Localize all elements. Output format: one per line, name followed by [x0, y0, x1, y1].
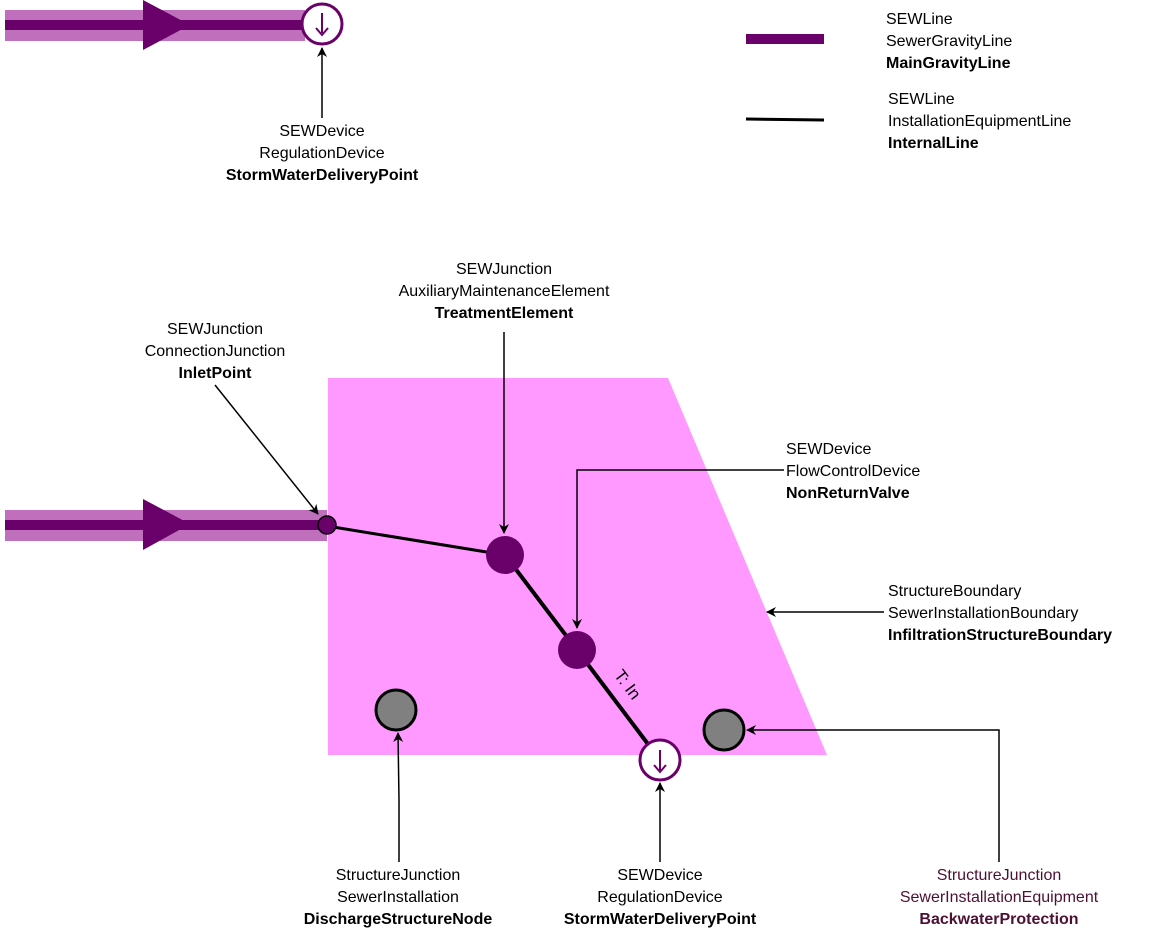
- discharge-structure-node[interactable]: [374, 688, 418, 732]
- internal-line-valve-delivery[interactable]: [575, 648, 662, 762]
- label-bottom-delivery-point: SEWDevice RegulationDevice StormWaterDel…: [564, 867, 757, 928]
- label-infiltration-boundary: StructureBoundary SewerInstallationBound…: [888, 583, 1112, 644]
- svg-text:SEWDevice: SEWDevice: [279, 123, 364, 140]
- connector-backwater: [746, 725, 1000, 862]
- svg-text:SEWLine: SEWLine: [886, 11, 953, 28]
- svg-text:BackwaterProtection: BackwaterProtection: [919, 911, 1078, 928]
- svg-text:SEWDevice: SEWDevice: [786, 441, 871, 458]
- svg-text:ConnectionJunction: ConnectionJunction: [145, 343, 286, 360]
- svg-text:TreatmentElement: TreatmentElement: [435, 305, 574, 322]
- legend-main-gravity-swatch: [746, 34, 824, 44]
- legend-internal-label: SEWLine InstallationEquipmentLine Intern…: [888, 91, 1071, 152]
- svg-text:SewerInstallationEquipment: SewerInstallationEquipment: [900, 889, 1099, 906]
- down-arrow-icon: [315, 27, 329, 37]
- label-discharge-structure-node: StructureJunction SewerInstallation Disc…: [304, 867, 493, 928]
- svg-text:StormWaterDeliveryPoint: StormWaterDeliveryPoint: [226, 167, 419, 184]
- inlet-point-node[interactable]: [317, 515, 337, 535]
- connector-inlet: [214, 384, 319, 515]
- bottom-storm-water-delivery-point[interactable]: [638, 738, 682, 782]
- svg-text:FlowControlDevice: FlowControlDevice: [786, 463, 920, 480]
- flow-direction-arrow-icon: [143, 499, 190, 550]
- svg-text:SEWDevice: SEWDevice: [617, 867, 702, 884]
- svg-text:SEWLine: SEWLine: [888, 91, 955, 108]
- label-treatment-element: SEWJunction AuxiliaryMaintenanceElement …: [399, 261, 610, 322]
- down-arrow-icon: [653, 764, 667, 774]
- label-inlet-point: SEWJunction ConnectionJunction InletPoin…: [145, 321, 286, 382]
- svg-text:RegulationDevice: RegulationDevice: [597, 889, 723, 906]
- middle-main-gravity-line[interactable]: [5, 499, 327, 550]
- treatment-element-node[interactable]: [486, 536, 524, 574]
- svg-text:InletPoint: InletPoint: [179, 365, 253, 382]
- internal-line-treatment-valve[interactable]: [503, 553, 579, 652]
- svg-text:DischargeStructureNode: DischargeStructureNode: [304, 911, 493, 928]
- label-backwater-protection: StructureJunction SewerInstallationEquip…: [900, 867, 1099, 928]
- backwater-protection-node[interactable]: [702, 708, 746, 752]
- svg-text:StormWaterDeliveryPoint: StormWaterDeliveryPoint: [564, 911, 757, 928]
- svg-text:InfiltrationStructureBoundary: InfiltrationStructureBoundary: [888, 627, 1112, 644]
- connector-nonreturn: [572, 469, 784, 629]
- label-non-return-valve: SEWDevice FlowControlDevice NonReturnVal…: [786, 441, 920, 502]
- internal-line-inlet-treatment[interactable]: [326, 524, 506, 557]
- svg-text:StructureJunction: StructureJunction: [336, 867, 461, 884]
- non-return-valve-node[interactable]: [558, 631, 596, 669]
- label-top-delivery-point: SEWDevice RegulationDevice StormWaterDel…: [226, 123, 419, 184]
- connector-discharge: [393, 732, 404, 862]
- svg-text:SEWJunction: SEWJunction: [167, 321, 263, 338]
- svg-text:InternalLine: InternalLine: [888, 135, 979, 152]
- svg-text:AuxiliaryMaintenanceElement: AuxiliaryMaintenanceElement: [399, 283, 610, 300]
- legend-main-gravity-label: SEWLine SewerGravityLine MainGravityLine: [886, 11, 1012, 72]
- svg-text:SewerInstallationBoundary: SewerInstallationBoundary: [888, 605, 1078, 622]
- svg-text:MainGravityLine: MainGravityLine: [886, 55, 1011, 72]
- svg-text:StructureBoundary: StructureBoundary: [888, 583, 1021, 600]
- svg-text:NonReturnValve: NonReturnValve: [786, 485, 910, 502]
- legend-internal-swatch: [745, 117, 825, 122]
- flow-direction-arrow-icon: [143, 0, 190, 50]
- svg-text:SewerGravityLine: SewerGravityLine: [886, 33, 1012, 50]
- top-storm-water-delivery-point[interactable]: [300, 2, 344, 46]
- svg-text:StructureJunction: StructureJunction: [937, 867, 1062, 884]
- top-main-gravity-line[interactable]: [5, 0, 305, 50]
- svg-text:SEWJunction: SEWJunction: [456, 261, 552, 278]
- svg-text:InstallationEquipmentLine: InstallationEquipmentLine: [888, 113, 1071, 130]
- svg-text:RegulationDevice: RegulationDevice: [259, 145, 385, 162]
- svg-text:SewerInstallation: SewerInstallation: [337, 889, 459, 906]
